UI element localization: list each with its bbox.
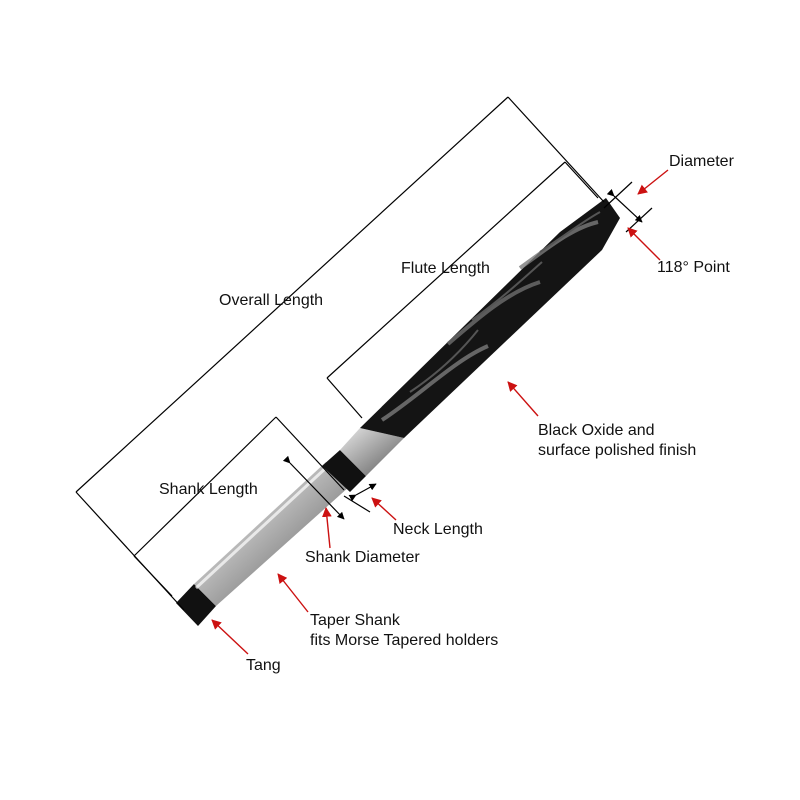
finish-label-line2: surface polished finish xyxy=(538,442,697,459)
flute-highlight xyxy=(380,344,489,422)
dimension-lines xyxy=(75,96,653,611)
shank-length-label: Shank Length xyxy=(159,481,258,498)
point-pointer xyxy=(627,227,661,261)
flute-length-label: Flute Length xyxy=(401,260,490,277)
pointer-arrows xyxy=(211,169,669,655)
finish-label-line1: Black Oxide and xyxy=(538,422,655,439)
tang-pointer xyxy=(211,619,249,655)
neck-length-pointer xyxy=(371,497,397,521)
flute-body xyxy=(360,198,620,438)
point-angle-label: 118° Point xyxy=(657,259,730,276)
diameter-label: Diameter xyxy=(669,153,734,170)
taper-shank-pointer xyxy=(277,573,309,613)
taper-shank-label-line1: Taper Shank xyxy=(310,612,400,629)
neck-length-label: Neck Length xyxy=(393,521,483,538)
taper-shank-label-line2: fits Morse Tapered holders xyxy=(310,632,499,649)
finish-pointer xyxy=(507,381,539,417)
tang-shape xyxy=(176,584,216,626)
tang-label: Tang xyxy=(246,657,281,674)
neck-shape xyxy=(340,428,404,476)
shank-diameter-label: Shank Diameter xyxy=(305,549,420,566)
shank-diameter-pointer xyxy=(322,507,332,549)
diameter-pointer xyxy=(637,169,669,195)
overall-length-label: Overall Length xyxy=(219,292,324,309)
